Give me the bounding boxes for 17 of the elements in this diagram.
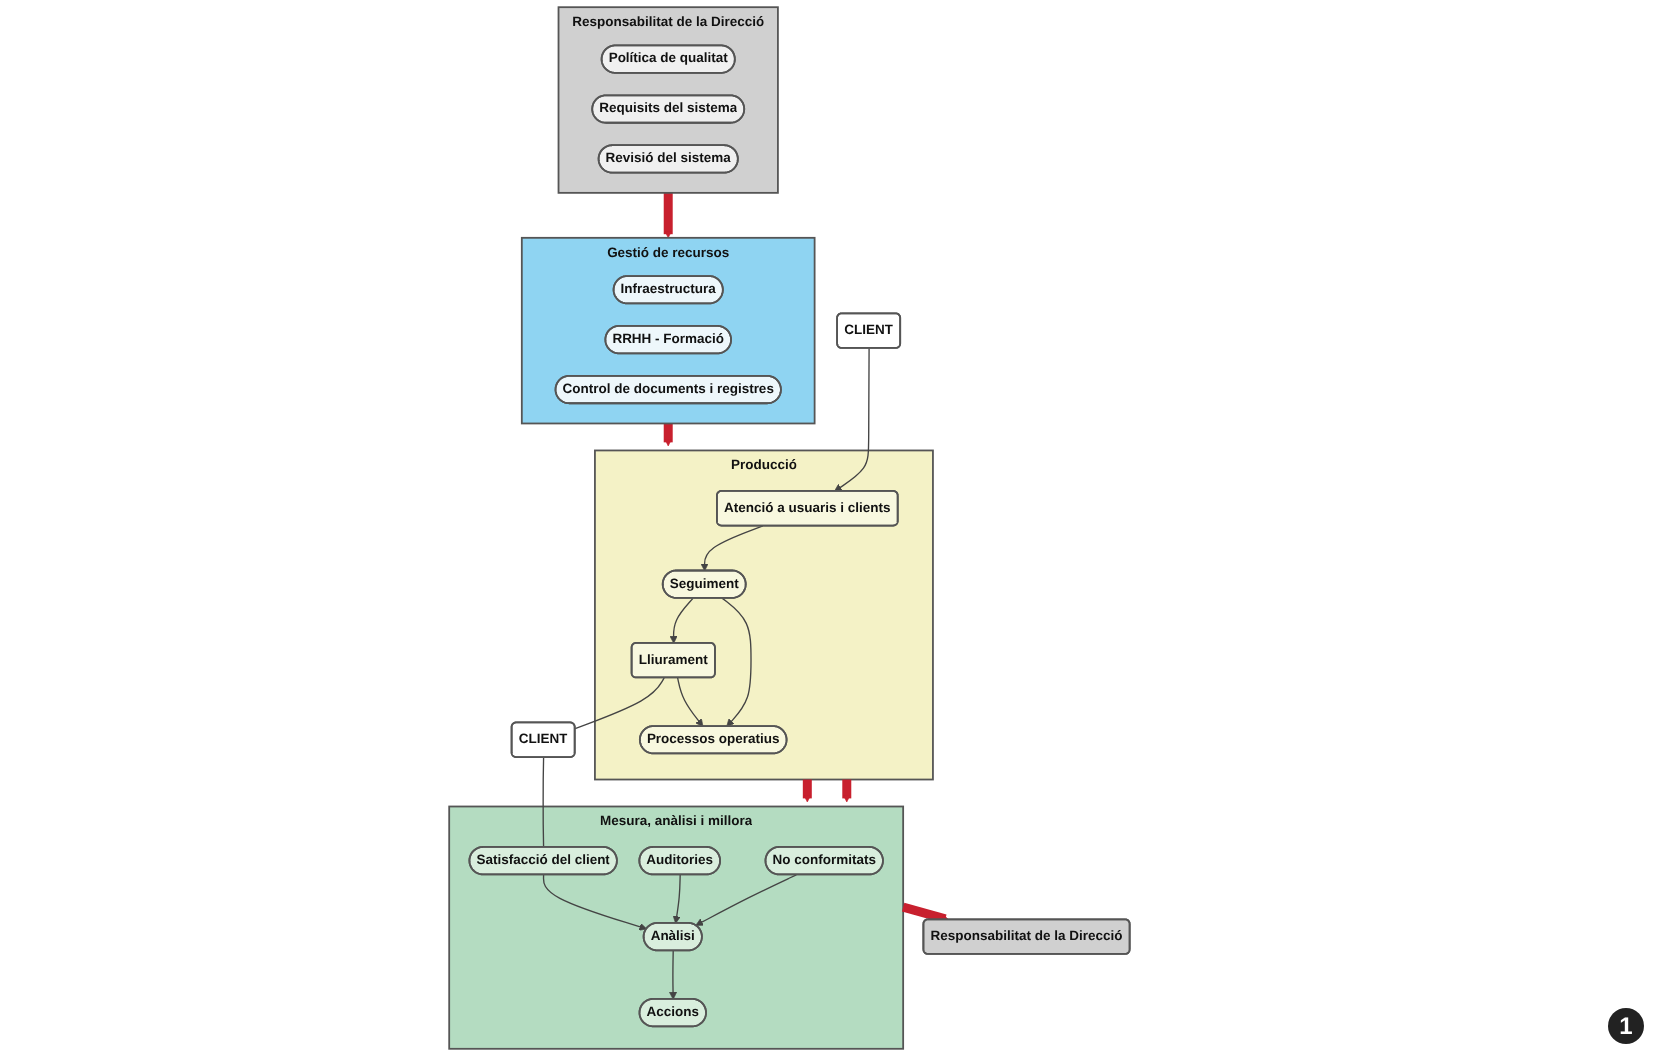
arrow xyxy=(722,597,753,727)
arrow xyxy=(803,779,813,803)
arrow xyxy=(543,874,648,931)
connector xyxy=(543,756,545,849)
arrow xyxy=(902,902,950,924)
callout-number: 1 xyxy=(1608,1008,1644,1044)
arrow xyxy=(664,423,674,447)
arrow xyxy=(664,192,674,239)
arrow xyxy=(695,874,798,926)
arrow xyxy=(842,779,852,803)
arrow xyxy=(677,677,704,727)
arrow xyxy=(673,874,682,924)
arrow xyxy=(669,950,678,1000)
connector xyxy=(575,677,666,730)
arrow xyxy=(670,597,695,644)
arrow xyxy=(834,347,871,492)
arrow xyxy=(701,525,765,572)
